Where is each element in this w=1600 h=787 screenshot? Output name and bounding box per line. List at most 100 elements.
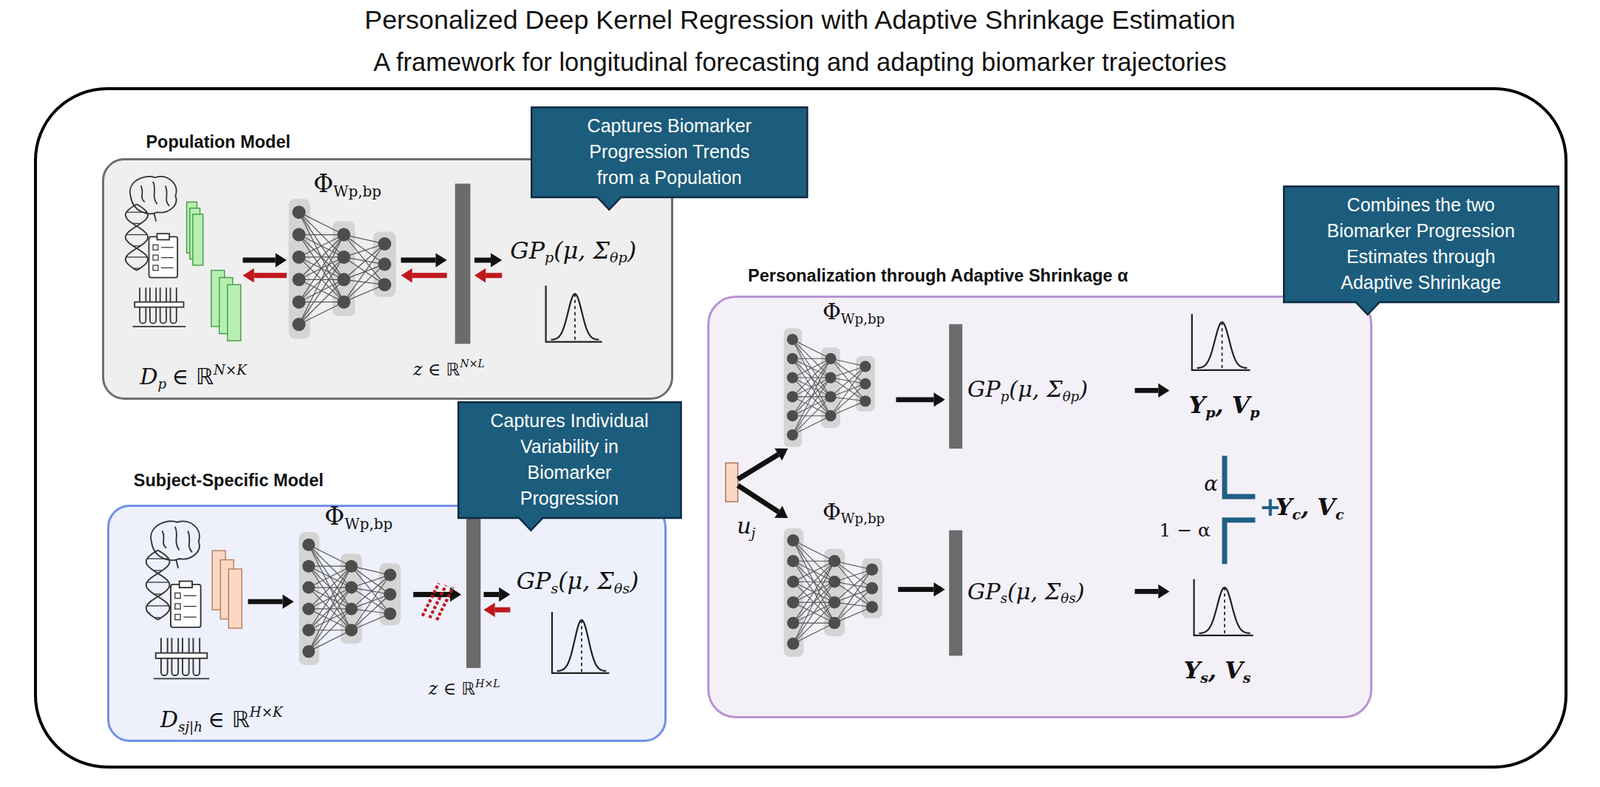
- neuron: [787, 353, 799, 365]
- outer-frame-border: [35, 88, 1567, 768]
- neuron: [378, 277, 392, 292]
- network-edge: [792, 560, 835, 562]
- neuron: [866, 563, 879, 577]
- arrow-shaft: [485, 272, 502, 278]
- clipboard-clip: [179, 581, 193, 589]
- network-edge: [792, 416, 831, 436]
- panel-heading: Subject-Specific Model: [133, 470, 324, 491]
- network-edge: [299, 212, 345, 280]
- network-edge: [792, 561, 835, 624]
- network-edge: [299, 235, 345, 303]
- dna-rung: [153, 594, 162, 595]
- network-edge: [308, 566, 352, 632]
- network-edge: [792, 540, 835, 624]
- check-box: [152, 265, 159, 271]
- neuron: [302, 624, 315, 638]
- dna-strand: [146, 550, 170, 621]
- latent-bar: [466, 515, 481, 669]
- clipboard-icon: [149, 236, 179, 278]
- illustration-group: [125, 176, 603, 344]
- arrow-head: [490, 252, 502, 267]
- network-edge: [834, 569, 873, 624]
- arrow-head: [933, 582, 945, 597]
- network-edge: [792, 540, 835, 604]
- neuron: [302, 560, 315, 573]
- network-edge: [351, 574, 390, 609]
- network-edge: [299, 235, 345, 258]
- check-box: [175, 614, 181, 621]
- neuron: [787, 391, 799, 403]
- neuron: [859, 361, 871, 373]
- network-edge: [792, 339, 831, 360]
- neuron: [787, 575, 800, 589]
- network-edge: [308, 566, 352, 610]
- dna-rung: [153, 570, 163, 572]
- network-edge: [308, 545, 352, 567]
- network-edge: [299, 235, 345, 281]
- network-edge: [830, 366, 866, 417]
- network-edge: [792, 561, 835, 604]
- arrow-head: [436, 252, 448, 267]
- illustration-group: [725, 314, 1256, 657]
- neuron: [828, 575, 842, 589]
- network-edge: [792, 339, 831, 397]
- network-edge: [830, 401, 866, 417]
- network-edge: [792, 561, 835, 645]
- network-edge: [308, 545, 352, 631]
- network-edge: [792, 358, 831, 360]
- mean-line: [580, 620, 583, 674]
- neuron: [302, 581, 315, 595]
- mean-line: [1223, 587, 1226, 636]
- network-edge: [308, 545, 352, 610]
- neuron: [866, 582, 879, 595]
- network-edge: [792, 359, 831, 417]
- neuron: [302, 645, 315, 659]
- network-edge: [308, 566, 352, 589]
- neuron: [383, 588, 397, 601]
- layer-band: [861, 558, 883, 619]
- neuron: [292, 272, 306, 287]
- arrow-head: [282, 594, 294, 609]
- arrow-shaft: [1134, 387, 1159, 394]
- plot-axes: [552, 611, 609, 674]
- dna-strand: [125, 203, 148, 271]
- network-edge: [308, 566, 352, 567]
- dna-rung: [146, 606, 169, 607]
- network-edge: [308, 566, 352, 589]
- panel-heading: Population Model: [145, 131, 291, 153]
- neuron: [378, 237, 392, 251]
- network-edge: [299, 235, 345, 326]
- network-edge: [792, 540, 835, 562]
- network-edge: [792, 603, 835, 645]
- arrow-shaft: [474, 257, 491, 264]
- data-sheet: [192, 214, 204, 266]
- neural-network: [299, 532, 402, 666]
- network-edge: [308, 608, 352, 652]
- arrow-shaft: [248, 599, 284, 605]
- neuron: [828, 555, 842, 568]
- network-edge: [792, 359, 831, 436]
- network-edge: [792, 582, 835, 645]
- plot-axes: [1193, 579, 1253, 636]
- neural-network: [783, 528, 882, 657]
- network-edge: [351, 574, 390, 631]
- network-edge: [308, 566, 352, 610]
- plot-axes: [1192, 314, 1251, 371]
- network-edge: [308, 545, 352, 589]
- data-sheet: [228, 569, 242, 629]
- arrow-shaft: [895, 397, 934, 403]
- check-line: [183, 617, 196, 618]
- network-edge: [299, 235, 345, 258]
- network-edge: [308, 566, 352, 632]
- callout-box: Captures Individual Variability in Bioma…: [457, 401, 683, 532]
- latent-bar: [455, 184, 471, 345]
- network-edge: [792, 561, 835, 583]
- dna-rung: [126, 256, 148, 258]
- dna-rung: [147, 582, 170, 584]
- network-edge: [299, 235, 345, 281]
- panel-illustration: [109, 506, 669, 744]
- network-edge: [792, 377, 831, 435]
- dna-rung: [126, 234, 148, 236]
- check-box: [152, 244, 159, 250]
- dna-rung: [126, 212, 148, 213]
